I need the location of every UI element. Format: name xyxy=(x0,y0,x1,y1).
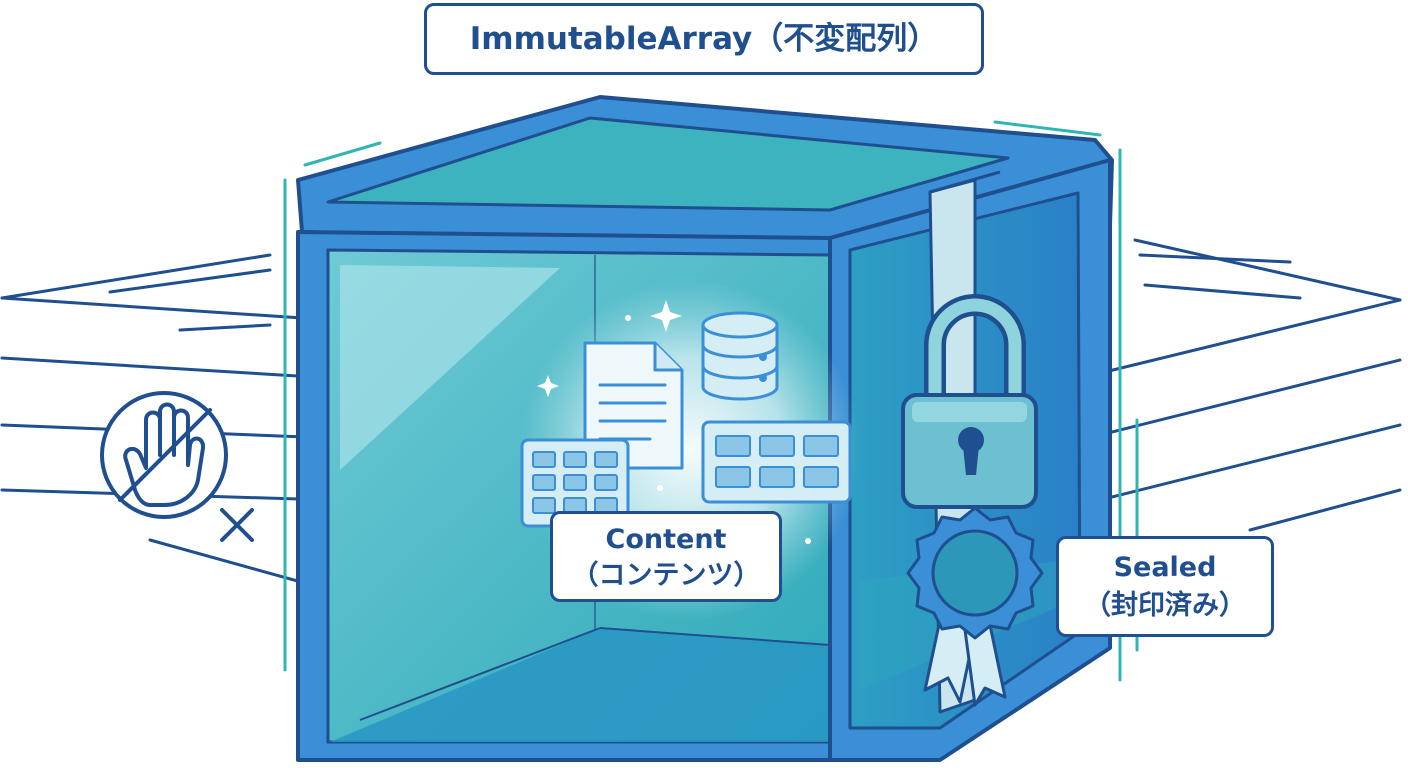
sealed-label-line2: （封印済み） xyxy=(1084,590,1246,621)
grid-icon xyxy=(520,438,630,528)
database-icon xyxy=(701,311,779,401)
sealed-label-line1: Sealed xyxy=(1113,552,1217,583)
document-icon xyxy=(583,341,684,470)
content-label: Content （コンテンツ） xyxy=(550,511,782,602)
seal-rosette-icon xyxy=(906,506,1044,707)
padlock-icon xyxy=(901,294,1038,509)
no-touch-hand-icon xyxy=(100,391,228,519)
cross-icon xyxy=(220,508,254,542)
sparkle-icon xyxy=(537,300,811,544)
motion-lines-right xyxy=(1078,238,1402,532)
title-label: ImmutableArray（不変配列） xyxy=(424,3,984,75)
sealed-label: Sealed （封印済み） xyxy=(1056,536,1274,637)
content-label-line2: （コンテンツ） xyxy=(571,560,761,591)
content-label-line1: Content xyxy=(605,524,727,555)
title-text: ImmutableArray（不変配列） xyxy=(469,21,939,57)
grid-icon xyxy=(701,420,852,504)
